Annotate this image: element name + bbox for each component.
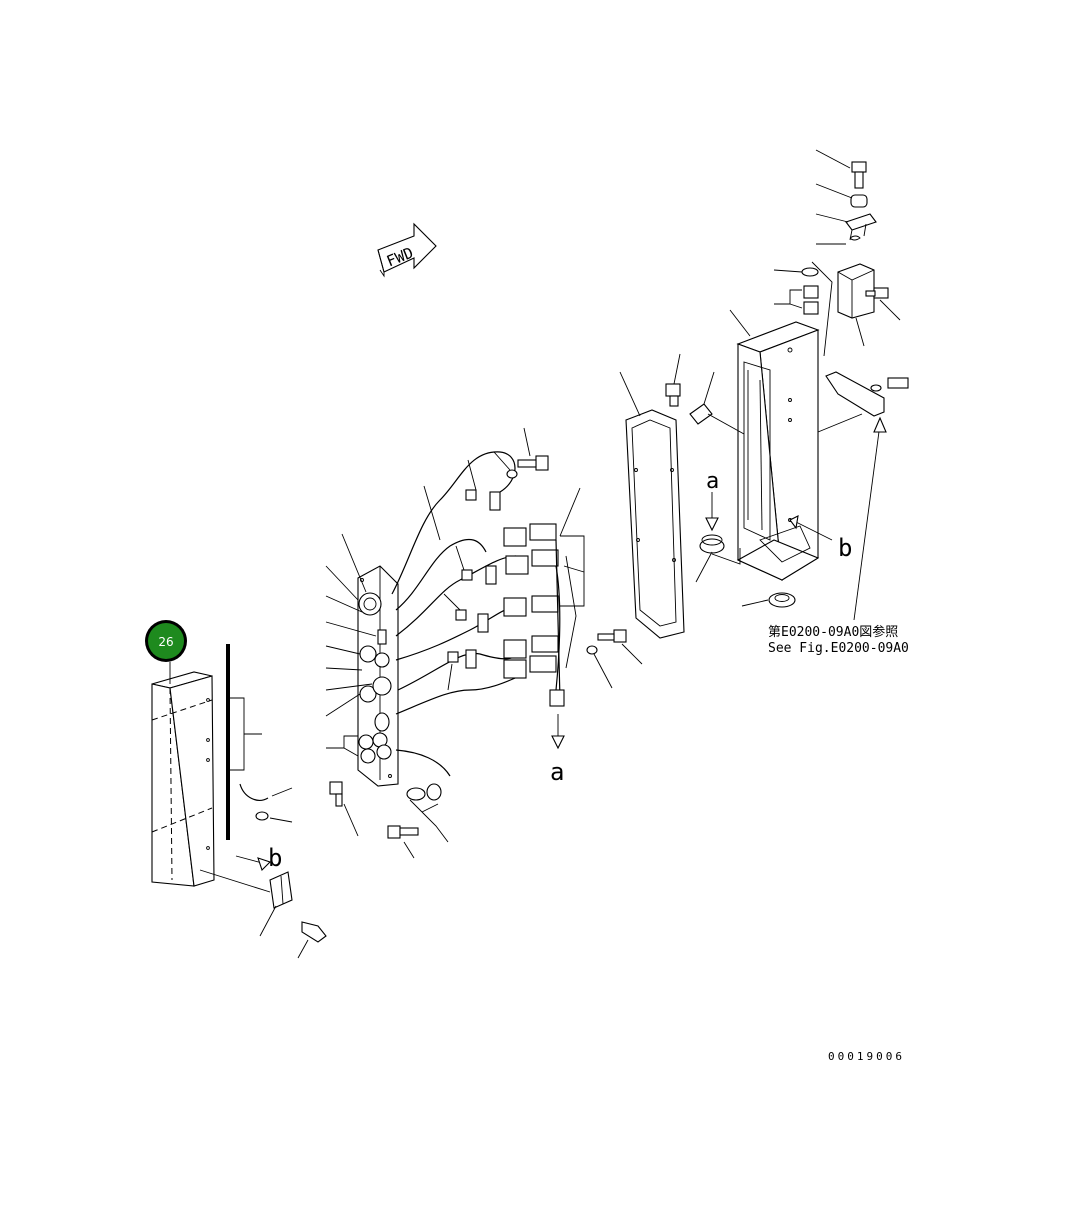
callout-a-top: a xyxy=(706,469,719,494)
left-cover xyxy=(151,644,327,959)
callout-b-left: b xyxy=(268,844,282,872)
gasket-plate xyxy=(619,371,685,639)
callout-b-right: b xyxy=(838,534,852,562)
switch-panel xyxy=(325,485,441,787)
callout-a-bottom: a xyxy=(550,758,564,786)
reference-jp: 第E0200-09A0図参照 xyxy=(768,624,898,640)
part-number-badge[interactable]: 26 xyxy=(145,620,187,662)
fwd-arrow-sign: FWD xyxy=(377,222,437,278)
reference-en: See Fig.E0200-09A0 xyxy=(768,641,909,656)
right-cover-box xyxy=(665,309,909,621)
drawing-number: 00019006 xyxy=(828,1050,905,1063)
part-badge-label: 26 xyxy=(158,635,173,649)
top-fastener-stack xyxy=(773,149,901,357)
wiring-harness xyxy=(329,427,643,859)
